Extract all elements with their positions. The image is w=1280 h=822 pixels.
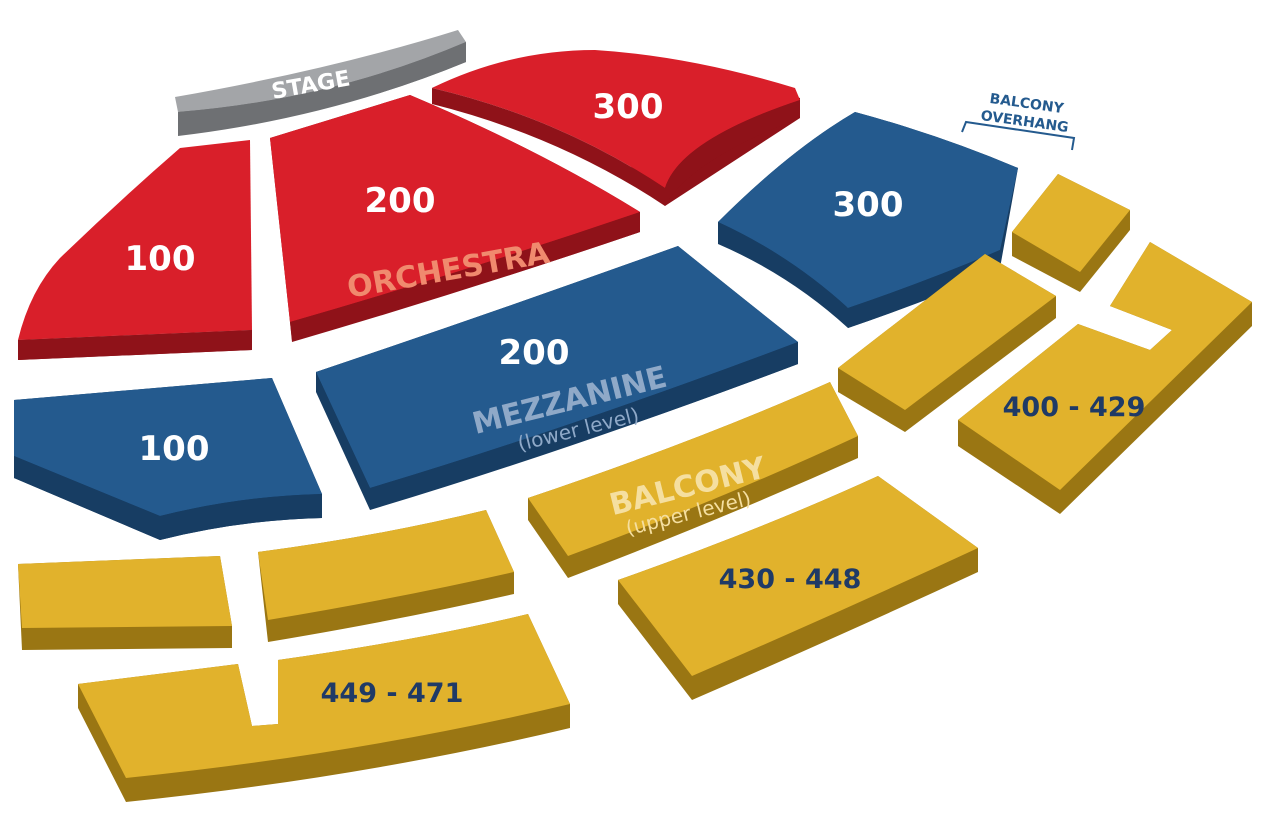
section-label-balc-430-448: 430 - 448 xyxy=(719,564,862,595)
section-label-orch-100: 100 xyxy=(125,239,196,279)
section-label-mezz-300: 300 xyxy=(833,185,904,225)
balcony-block-left-mid[interactable] xyxy=(258,510,514,642)
section-label-balc-449-471: 449 - 471 xyxy=(321,678,464,709)
balcony-section-400-429[interactable]: 400 - 429 xyxy=(958,242,1252,514)
orchestra-section-300[interactable]: 300 xyxy=(432,50,800,207)
balcony-overhang-annotation: BALCONY OVERHANG xyxy=(961,91,1076,151)
section-label-orch-300: 300 xyxy=(593,87,664,127)
balcony-block-left-small[interactable] xyxy=(18,556,232,650)
mezzanine-section-300[interactable]: 300 xyxy=(718,112,1018,328)
section-label-balc-400-429: 400 - 429 xyxy=(1003,392,1146,423)
overhang-bracket xyxy=(961,120,1076,151)
stage: STAGE xyxy=(175,30,466,136)
section-label-mezz-200: 200 xyxy=(499,333,570,373)
balcony-block-right-small[interactable] xyxy=(1012,174,1130,292)
orchestra-section-100[interactable]: 100 xyxy=(18,140,252,360)
balcony-section-449-471[interactable]: 449 - 471 xyxy=(78,614,570,802)
balcony-section-430-448[interactable]: 430 - 448 xyxy=(618,476,978,700)
mezzanine-section-200[interactable]: 200 MEZZANINE (lower level) xyxy=(316,246,798,510)
mezzanine-section-100[interactable]: 100 xyxy=(14,378,322,540)
balcony-block-right-mid[interactable] xyxy=(838,254,1056,432)
section-label-mezz-100: 100 xyxy=(139,429,210,469)
section-label-orch-200: 200 xyxy=(365,181,436,221)
orchestra-section-200[interactable]: 200 ORCHESTRA xyxy=(270,95,640,342)
